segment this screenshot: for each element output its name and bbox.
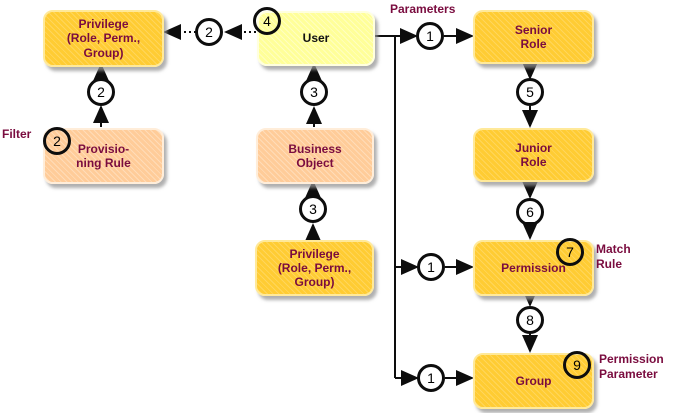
node-provisioning-rule-label: Provisio- ning Rule	[76, 141, 131, 170]
badge-2-dotted-link: 2	[195, 18, 223, 46]
badge-2-filter: 2	[43, 127, 71, 155]
badge-6-permission-link: 6	[516, 198, 544, 226]
annotation-match-rule: Match Rule	[596, 242, 631, 271]
badge-1-permission-link: 1	[417, 253, 445, 281]
node-privilege-target-label: Privilege (Role, Perm., Group)	[66, 17, 141, 60]
node-privilege-source-label: Privilege (Role, Perm., Group)	[277, 246, 352, 290]
node-business-object: Business Object	[256, 128, 374, 184]
badge-5-junior-link: 5	[516, 78, 544, 106]
node-user-label: User	[302, 31, 330, 46]
node-privilege-target: Privilege (Role, Perm., Group)	[43, 10, 164, 67]
badge-3-business-link: 3	[299, 195, 327, 223]
badge-1-senior-link: 1	[416, 22, 444, 50]
badge-9-permission-parameter: 9	[563, 351, 591, 379]
node-business-object-label: Business Object	[288, 141, 342, 170]
node-junior-role: Junior Role	[473, 128, 594, 182]
node-privilege-source: Privilege (Role, Perm., Group)	[255, 240, 374, 296]
annotation-permission-parameter: Permission Parameter	[599, 352, 664, 381]
node-junior-role-label: Junior Role	[515, 140, 552, 169]
node-group-label: Group	[515, 373, 552, 388]
badge-2-provisioning-link: 2	[87, 78, 115, 106]
badge-4-user: 4	[253, 7, 281, 35]
node-permission-label: Permission	[501, 260, 566, 275]
badge-7-match-rule: 7	[556, 238, 584, 266]
badge-1-group-link: 1	[417, 364, 445, 392]
badge-3-user-link: 3	[300, 78, 328, 106]
badge-8-group-link: 8	[516, 306, 544, 334]
node-senior-role: Senior Role	[473, 10, 594, 64]
annotation-filter: Filter	[2, 127, 32, 141]
node-senior-role-label: Senior Role	[514, 22, 553, 51]
annotation-parameters: Parameters	[390, 2, 456, 16]
node-permission: Permission	[473, 240, 594, 296]
